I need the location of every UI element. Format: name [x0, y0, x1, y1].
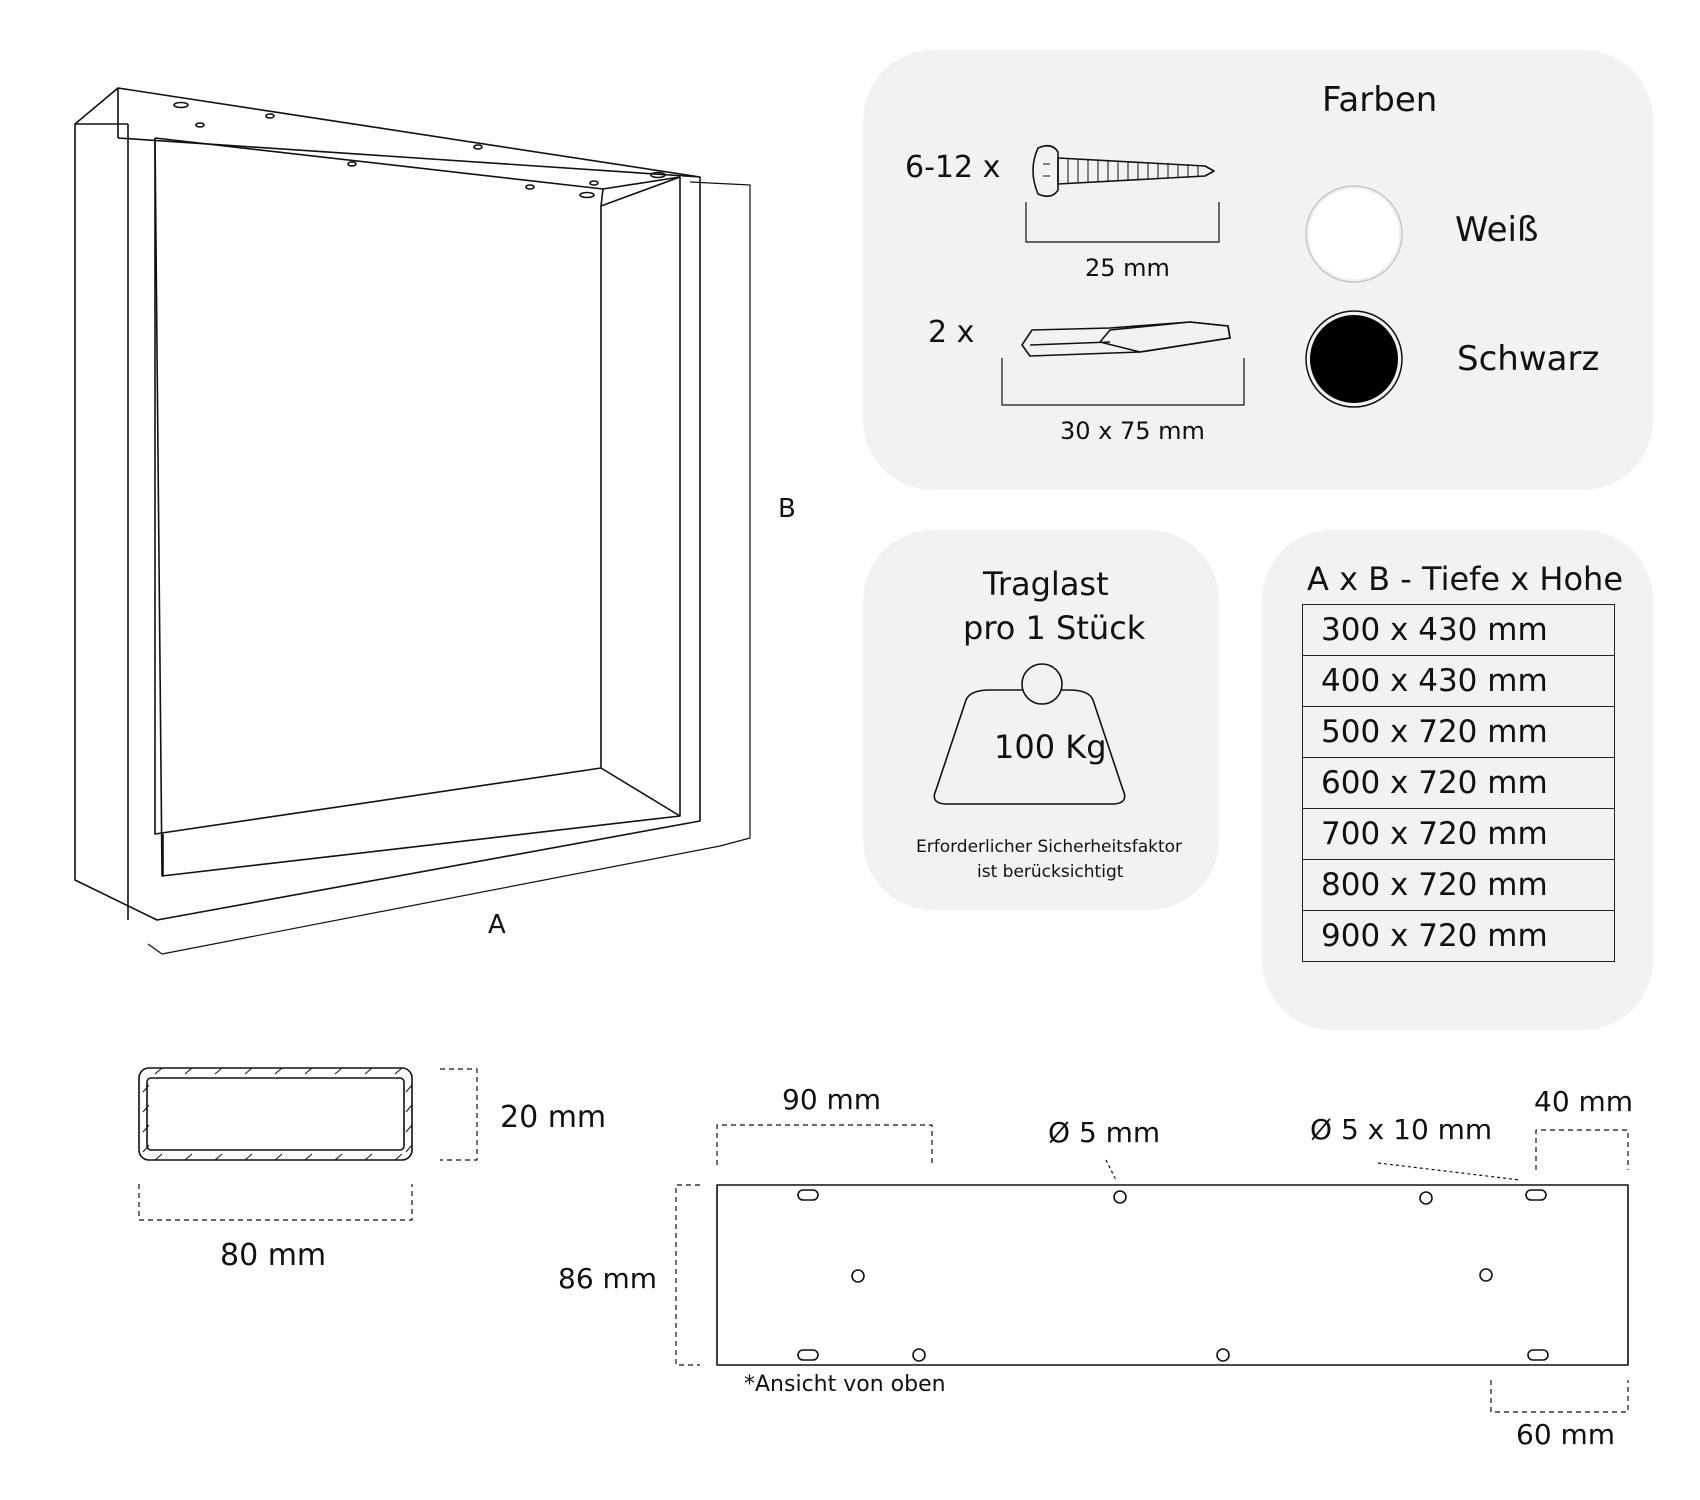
plate-depth-dimension	[675, 1184, 700, 1366]
slot-hole	[1527, 1349, 1549, 1361]
table-frame-drawing	[74, 87, 751, 955]
round-hole	[851, 1269, 865, 1283]
plate-depth-label: 86 mm	[558, 1262, 658, 1295]
profile-width-label: 80 mm	[220, 1238, 327, 1273]
profile-height-label: 20 mm	[500, 1100, 607, 1135]
load-title: Traglast	[983, 565, 1109, 603]
white-swatch-ring	[1305, 185, 1403, 283]
white-swatch	[1309, 189, 1399, 279]
pad-icon	[1021, 321, 1231, 357]
view-note: *Ansicht von oben	[744, 1372, 946, 1397]
round-hole	[1216, 1348, 1230, 1362]
offset-right-top-dimension	[1535, 1129, 1629, 1170]
colors-title: Farben	[1322, 80, 1438, 120]
screw-quantity: 6-12 x	[905, 150, 1001, 185]
weight-knob	[1021, 663, 1063, 705]
offset-right-top-label: 40 mm	[1534, 1085, 1634, 1118]
screw-length: 25 mm	[1085, 254, 1170, 282]
offset-left-label: 90 mm	[782, 1083, 882, 1116]
slot-hole	[797, 1189, 819, 1201]
load-note-line2: ist berücksichtigt	[977, 862, 1124, 882]
screw-dimension-line	[1025, 202, 1220, 243]
profile-height-dimension	[440, 1068, 478, 1161]
profile-cross-section	[138, 1067, 413, 1161]
round-hole	[1113, 1190, 1127, 1204]
offset-right-bottom-label: 60 mm	[1516, 1418, 1616, 1451]
load-note-line1: Erforderlicher Sicherheitsfaktor	[916, 837, 1183, 857]
table-row: 800 x 720 mm	[1302, 859, 1615, 911]
color-name-black: Schwarz	[1457, 339, 1600, 379]
black-swatch	[1310, 315, 1398, 403]
table-row: 600 x 720 mm	[1302, 757, 1615, 809]
dimension-label-b: B	[778, 494, 796, 524]
size-cell: 300 x 430 mm	[1302, 604, 1615, 656]
round-hole	[1419, 1191, 1433, 1205]
black-swatch-ring	[1305, 310, 1403, 408]
load-subtitle: pro 1 Stück	[963, 609, 1146, 647]
size-cell: 900 x 720 mm	[1302, 910, 1615, 962]
weight-icon	[933, 689, 1126, 805]
pad-quantity: 2 x	[928, 315, 975, 350]
screw-icon	[1032, 144, 1215, 198]
hole-diameter-label: Ø 5 mm	[1048, 1116, 1161, 1149]
dimension-label-a: A	[488, 910, 506, 940]
round-hole	[912, 1348, 926, 1362]
table-row: 400 x 430 mm	[1302, 655, 1615, 707]
hole-leader-line	[1105, 1159, 1117, 1181]
offset-left-dimension	[716, 1124, 933, 1165]
color-name-white: Weiß	[1455, 210, 1539, 250]
size-cell: 500 x 720 mm	[1302, 706, 1615, 758]
slot-size-label: Ø 5 x 10 mm	[1310, 1113, 1493, 1146]
size-cell: 700 x 720 mm	[1302, 808, 1615, 860]
load-panel	[863, 530, 1219, 910]
accessories-panel	[863, 50, 1653, 490]
sizes-table: 300 x 430 mm 400 x 430 mm 500 x 720 mm 6…	[1302, 604, 1615, 962]
table-row: 300 x 430 mm	[1302, 604, 1615, 656]
top-plate-drawing	[716, 1184, 1629, 1366]
sizes-header: A x B - Tiefe x Hohe	[1307, 560, 1623, 598]
table-row: 900 x 720 mm	[1302, 910, 1615, 962]
table-row: 500 x 720 mm	[1302, 706, 1615, 758]
load-value: 100 Kg	[994, 728, 1107, 766]
profile-width-dimension	[138, 1184, 413, 1221]
table-row: 700 x 720 mm	[1302, 808, 1615, 860]
size-cell: 600 x 720 mm	[1302, 757, 1615, 809]
slot-leader-line	[1377, 1162, 1521, 1181]
size-cell: 400 x 430 mm	[1302, 655, 1615, 707]
round-hole	[1479, 1268, 1493, 1282]
size-cell: 800 x 720 mm	[1302, 859, 1615, 911]
slot-hole	[1525, 1189, 1547, 1201]
offset-right-bottom-dimension	[1490, 1380, 1629, 1413]
slot-hole	[797, 1349, 819, 1361]
pad-dimension-line	[1001, 358, 1245, 406]
pad-size: 30 x 75 mm	[1060, 417, 1205, 445]
